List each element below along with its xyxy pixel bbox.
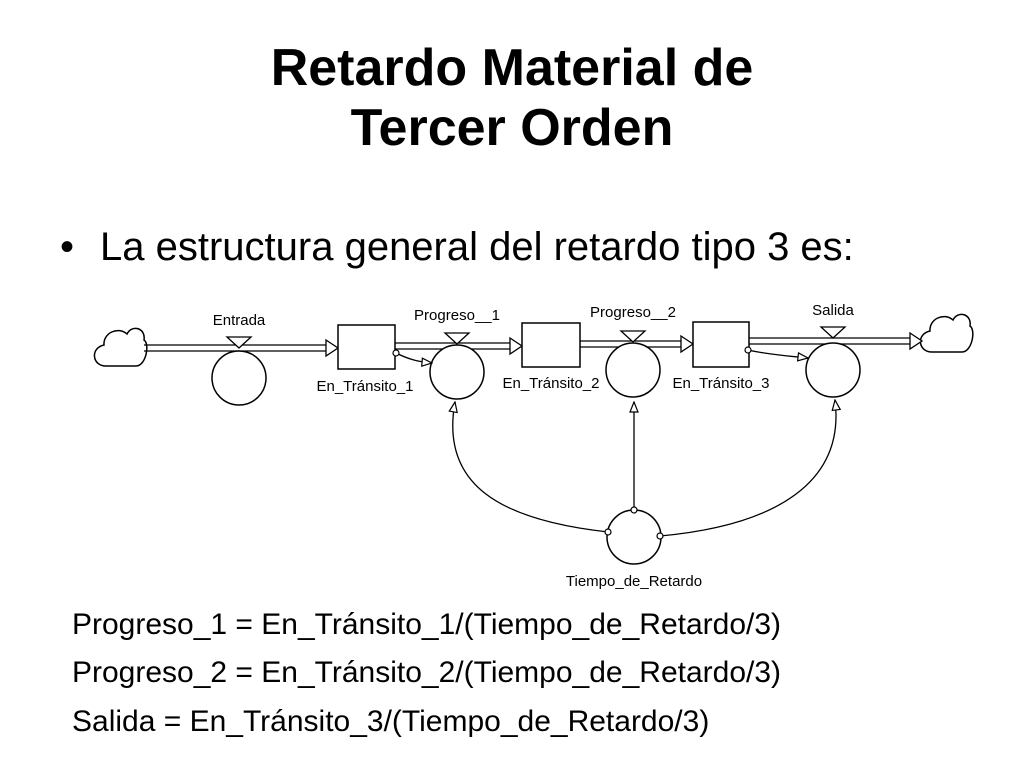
bullet-marker: •	[60, 225, 75, 269]
link-tiempo-to-progreso2	[631, 402, 637, 514]
bullet-text: La estructura general del retardo tipo 3…	[100, 225, 854, 269]
label-tiempo-de-retardo: Tiempo_de_Retardo	[566, 573, 702, 590]
title-line-2: Tercer Orden	[350, 99, 674, 157]
equation-progreso-2: Progreso_2 = En_Tránsito_2/(Tiempo_de_Re…	[72, 656, 782, 689]
rate-circle-salida	[805, 342, 861, 398]
label-en-transito-3: En_Tránsito_3	[672, 375, 769, 392]
rate-circle-entrada	[211, 350, 267, 406]
link-tiempo-to-salida	[656, 400, 836, 540]
stock-en-transito-3	[692, 321, 750, 368]
label-entrada: Entrada	[213, 312, 266, 329]
sink-cloud-icon	[919, 313, 974, 353]
source-cloud-icon	[93, 327, 148, 367]
stock-en-transito-2	[521, 322, 581, 368]
rate-circle-progreso-2	[605, 342, 661, 398]
label-progreso-1: Progreso__1	[414, 307, 500, 324]
aux-circle-tiempo-de-retardo	[606, 509, 662, 565]
equation-progreso-1: Progreso_1 = En_Tránsito_1/(Tiempo_de_Re…	[72, 608, 782, 641]
link-tiempo-to-progreso1	[453, 402, 612, 536]
title-line-1: Retardo Material de	[270, 39, 754, 97]
valve-progreso-1	[443, 332, 471, 345]
slide-title: Retardo Material de Tercer Orden	[0, 38, 1024, 158]
equation-salida: Salida = En_Tránsito_3/(Tiempo_de_Retard…	[72, 705, 710, 738]
valve-entrada	[225, 336, 253, 349]
label-salida: Salida	[812, 302, 854, 319]
link-stock1-to-progreso1	[392, 349, 432, 363]
link-stock3-to-salida	[744, 346, 808, 358]
label-en-transito-2: En_Tránsito_2	[502, 375, 599, 392]
valve-progreso-2	[619, 330, 647, 343]
stock-en-transito-1	[337, 324, 396, 370]
bullet-point: • La estructura general del retardo tipo …	[60, 222, 854, 272]
rate-circle-progreso-1	[429, 344, 485, 400]
valve-salida	[819, 326, 847, 339]
label-en-transito-1: En_Tránsito_1	[316, 378, 413, 395]
label-progreso-2: Progreso__2	[590, 304, 676, 321]
